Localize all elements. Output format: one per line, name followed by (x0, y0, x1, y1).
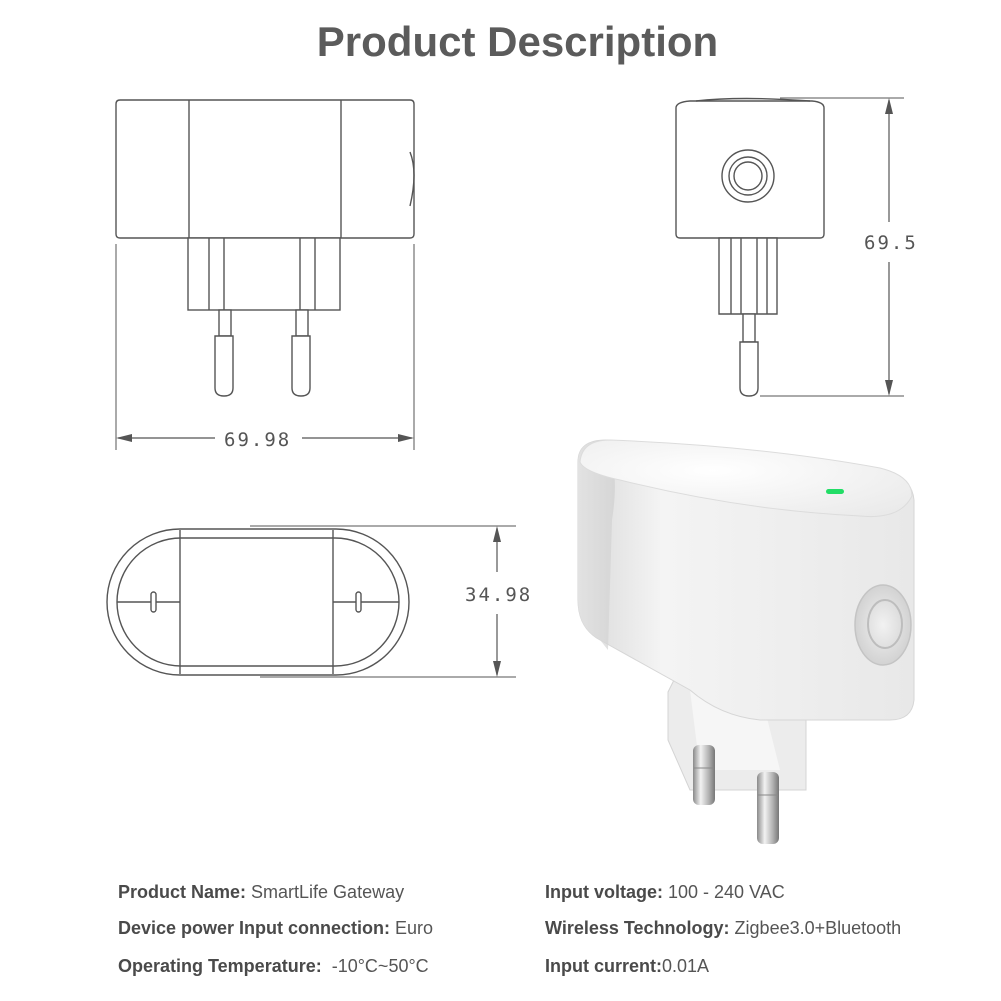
front-view (115, 99, 415, 450)
height-dimension-label: 69.5 (864, 232, 918, 254)
power-button (854, 584, 912, 666)
height-dimension: 69.5 (864, 98, 918, 396)
side-view (675, 97, 904, 397)
plug-pin-right (757, 772, 779, 844)
page-title: Product Description (316, 18, 719, 65)
plug-pin-left (693, 745, 715, 805)
depth-dimension: 34.98 (465, 526, 532, 677)
width-dimension: 69.98 (116, 429, 414, 451)
top-view (106, 525, 516, 678)
depth-dimension-label: 34.98 (465, 584, 532, 606)
status-led (826, 489, 844, 494)
width-dimension-label: 69.98 (224, 429, 291, 451)
product-render (577, 439, 915, 844)
